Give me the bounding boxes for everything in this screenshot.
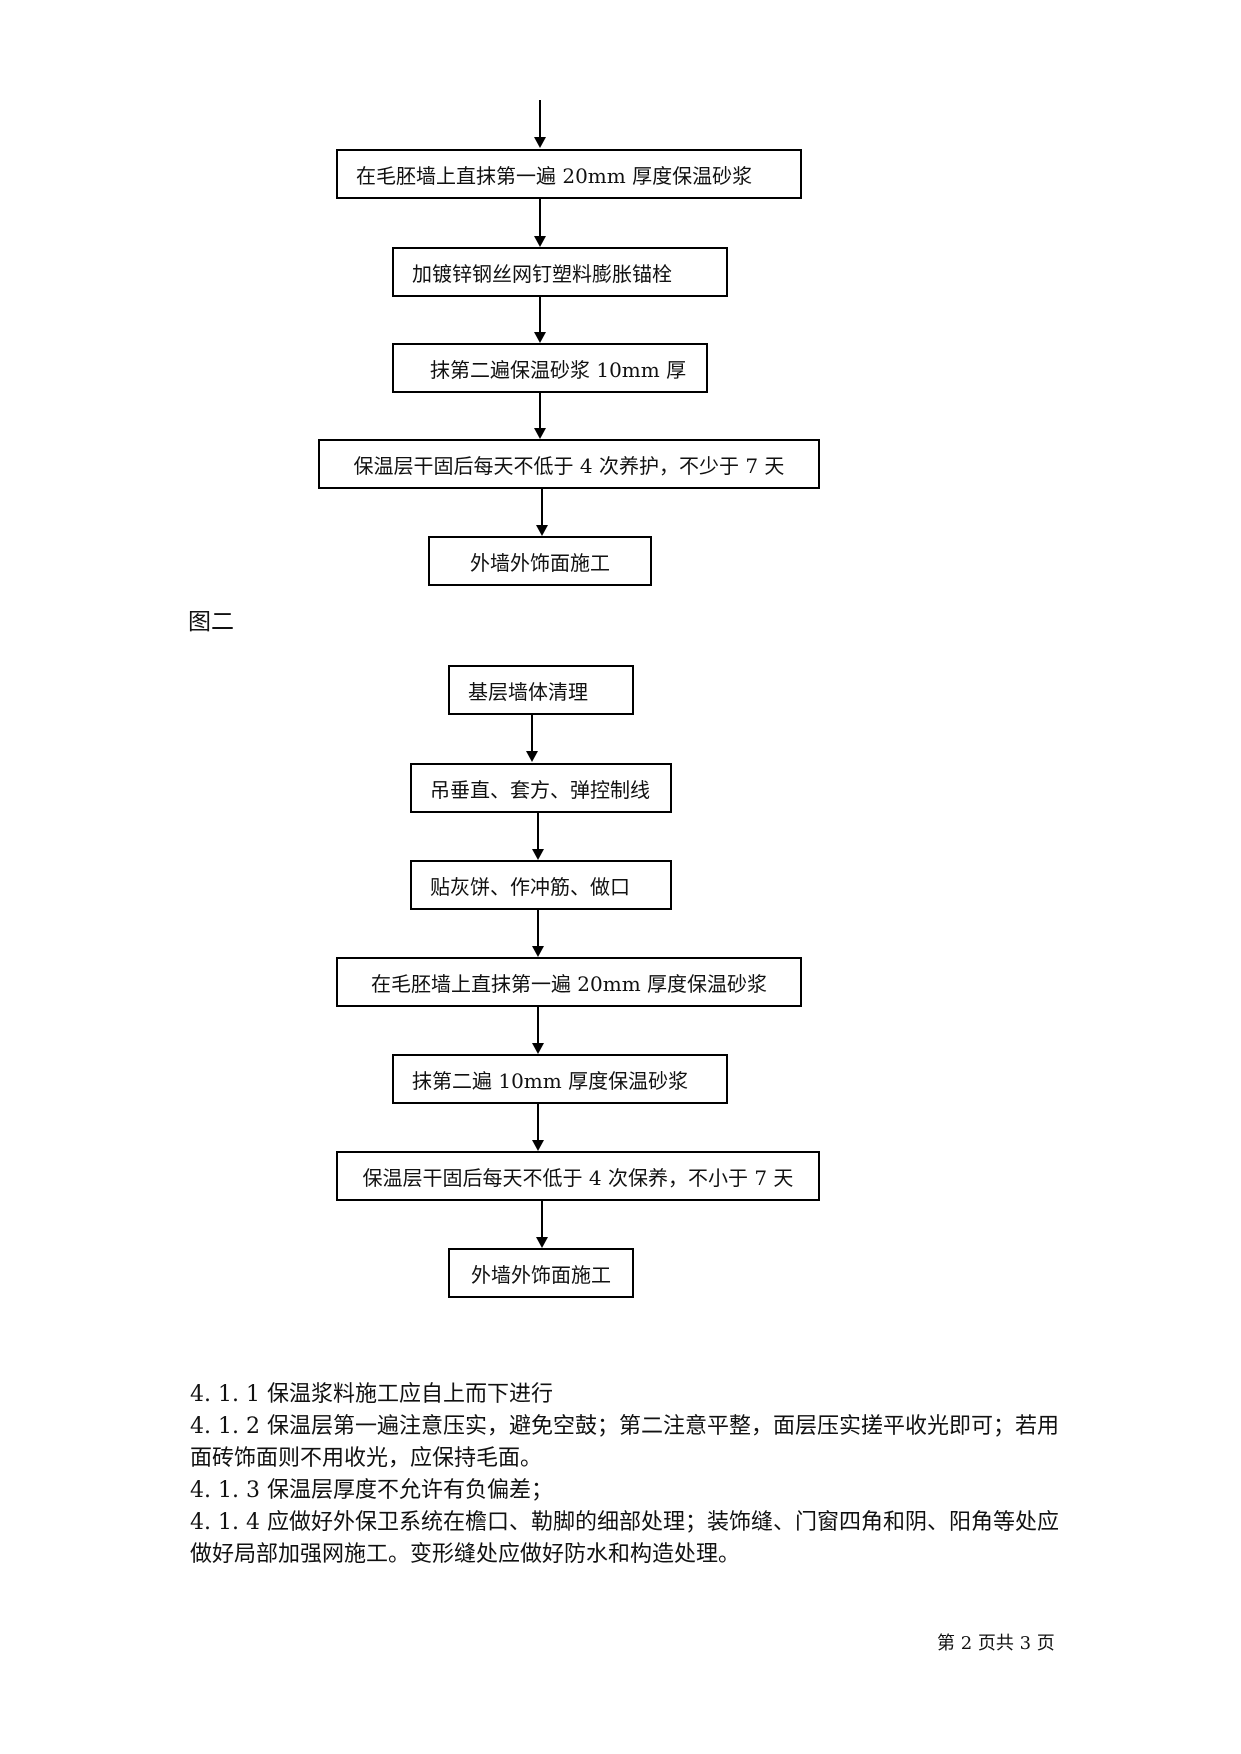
flow1-step-3: 抹第二遍保温砂浆 10mm 厚 [392, 343, 708, 393]
flow1-arrowhead [536, 525, 548, 536]
flow1-connector [541, 489, 543, 525]
paragraph-4-1-1: 4. 1. 1 保温浆料施工应自上而下进行 [190, 1382, 553, 1407]
flow2-connector [537, 1007, 539, 1043]
flow2-connector [537, 910, 539, 946]
flow1-step-5: 外墙外饰面施工 [428, 536, 652, 586]
flow1-arrowhead [534, 428, 546, 439]
flow2-step-5: 抹第二遍 10mm 厚度保温砂浆 [392, 1054, 728, 1104]
flow1-arrowhead [534, 236, 546, 247]
flow1-step-2: 加镀锌钢丝网钉塑料膨胀锚栓 [392, 247, 728, 297]
page-number: 第 2 页共 3 页 [937, 1633, 1055, 1654]
flow2-step-3: 贴灰饼、作冲筋、做口 [410, 860, 672, 910]
flow1-step-4: 保温层干固后每天不低于 4 次养护，不少于 7 天 [318, 439, 820, 489]
flow2-connector [537, 1104, 539, 1140]
flow2-arrowhead [532, 1140, 544, 1151]
flow2-arrowhead [532, 1043, 544, 1054]
flow1-step-1: 在毛胚墙上直抹第一遍 20mm 厚度保温砂浆 [336, 149, 802, 199]
flow2-step-4: 在毛胚墙上直抹第一遍 20mm 厚度保温砂浆 [336, 957, 802, 1007]
flow2-step-1: 基层墙体清理 [448, 665, 634, 715]
flow2-arrowhead [532, 946, 544, 957]
flow1-connector [539, 100, 541, 137]
flow2-connector [531, 715, 533, 751]
flow1-connector [539, 199, 541, 236]
flow1-arrowhead [534, 137, 546, 148]
flow2-step-2: 吊垂直、套方、弹控制线 [410, 763, 672, 813]
paragraph-4-1-3: 4. 1. 3 保温层厚度不允许有负偏差； [190, 1478, 553, 1503]
flow1-connector [539, 297, 541, 332]
figure-label: 图二 [188, 609, 234, 635]
flow1-connector [539, 393, 541, 428]
flow2-connector [537, 813, 539, 849]
flow2-arrowhead [526, 751, 538, 762]
paragraph-4-1-4: 4. 1. 4 应做好外保卫系统在檐口、勒脚的细部处理；装饰缝、门窗四角和阴、阳… [190, 1510, 1059, 1567]
flow1-arrowhead [534, 332, 546, 343]
paragraph-4-1-2: 4. 1. 2 保温层第一遍注意压实，避免空鼓；第二注意平整，面层压实搓平收光即… [190, 1414, 1059, 1471]
flow2-arrowhead [536, 1237, 548, 1248]
flow2-arrowhead [532, 849, 544, 860]
flow2-step-6: 保温层干固后每天不低于 4 次保养，不小于 7 天 [336, 1151, 820, 1201]
flow2-connector [541, 1201, 543, 1237]
flow2-step-7: 外墙外饰面施工 [448, 1248, 634, 1298]
